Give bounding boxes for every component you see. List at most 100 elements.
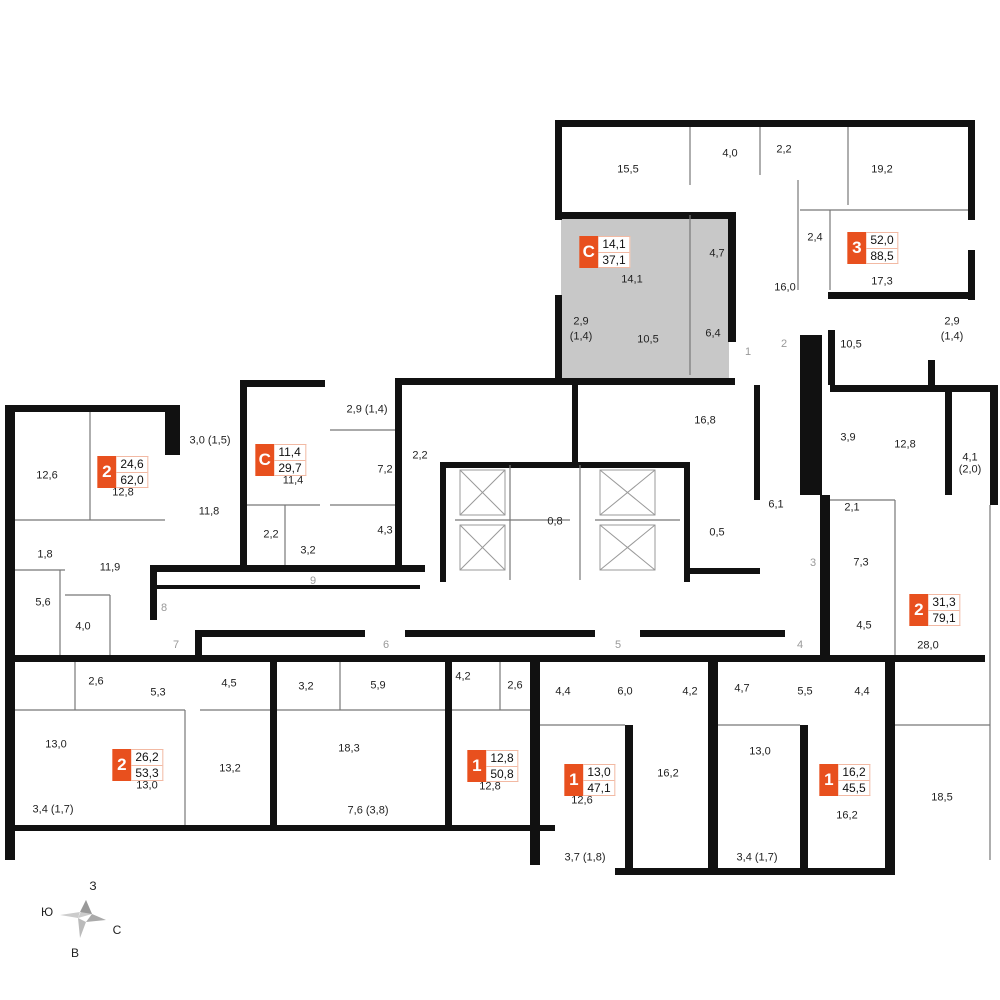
room-count: С [255, 444, 275, 476]
room-area: 4,2 [682, 685, 698, 698]
room-area: 5,3 [150, 686, 166, 699]
room-area: 12,8 [479, 780, 501, 793]
elevators [459, 469, 656, 571]
room-area: 11,4 [282, 474, 304, 487]
room-area: 16,0 [774, 281, 796, 294]
room-area: 2,6 [507, 679, 523, 692]
room-area: 13,0 [136, 779, 158, 792]
room-area: 11,9 [99, 561, 121, 574]
room-area: (2,0) [958, 463, 982, 476]
room-area: 12,8 [112, 486, 134, 499]
room-area: 2,9 [944, 315, 960, 328]
room-area: 2,2 [412, 449, 428, 462]
room-area: 2,1 [844, 501, 860, 514]
entrance-number: 7 [172, 639, 180, 651]
room-area: 7,2 [377, 463, 393, 476]
room-area: 2,9 (1,4) [346, 403, 388, 416]
room-area: 0,8 [547, 515, 563, 528]
room-area: 2,4 [807, 231, 823, 244]
living-area: 14,1 [598, 237, 630, 253]
room-area: 18,5 [931, 791, 953, 804]
room-area: 7,6 (3,8) [347, 804, 389, 817]
room-area: 16,2 [657, 767, 679, 780]
room-area: 5,6 [35, 596, 51, 609]
entrance-number: 9 [309, 575, 317, 587]
room-area: 2,2 [263, 528, 279, 541]
entrance-number: 4 [796, 639, 804, 651]
living-area: 11,4 [274, 445, 306, 461]
room-area: 3,2 [298, 680, 314, 693]
compass-south: Ю [40, 905, 54, 919]
room-area: 6,1 [768, 498, 784, 511]
room-area: 3,9 [840, 431, 856, 444]
compass-west: В [70, 946, 80, 960]
room-area: 3,2 [300, 544, 316, 557]
room-area: 16,2 [836, 809, 858, 822]
living-area: 13,0 [583, 765, 615, 781]
compass-east: С [112, 923, 122, 937]
entrance-number: 8 [160, 602, 168, 614]
room-area: 0,5 [709, 526, 725, 539]
room-area: 13,2 [219, 762, 241, 775]
compass-icon [60, 900, 106, 938]
entrance-number: 5 [614, 639, 622, 651]
room-area: 5,9 [370, 679, 386, 692]
entrance-number: 3 [809, 557, 817, 569]
room-area: 16,8 [694, 414, 716, 427]
room-count: 1 [467, 750, 487, 782]
room-area: 11,8 [198, 505, 220, 518]
room-count: 2 [909, 594, 929, 626]
total-area: 53,3 [135, 766, 159, 780]
room-count: 1 [564, 764, 584, 796]
room-count: 2 [112, 749, 132, 781]
total-area: 88,5 [870, 249, 894, 263]
room-area: (1,4) [569, 330, 593, 343]
room-area: 4,0 [75, 620, 91, 633]
living-area: 16,2 [838, 765, 870, 781]
room-area: 4,3 [377, 524, 393, 537]
room-area: 17,3 [871, 275, 893, 288]
living-area: 12,8 [486, 751, 518, 767]
room-count: 2 [97, 456, 117, 488]
exterior-walls [5, 120, 998, 875]
room-area: 19,2 [871, 163, 893, 176]
entrance-number: 6 [382, 639, 390, 651]
room-area: 1,8 [37, 548, 53, 561]
room-area: 4,0 [722, 147, 738, 160]
room-area: 4,7 [709, 247, 725, 260]
room-area: 13,0 [749, 745, 771, 758]
room-area: 7,3 [853, 556, 869, 569]
living-area: 24,6 [116, 457, 148, 473]
entrance-number: 1 [744, 346, 752, 358]
room-area: 6,4 [705, 327, 721, 340]
living-area: 31,3 [928, 595, 960, 611]
room-area: 4,5 [856, 619, 872, 632]
room-area: 2,6 [88, 675, 104, 688]
room-area: 14,1 [621, 273, 643, 286]
room-count: 1 [819, 764, 839, 796]
room-area: 18,3 [338, 742, 360, 755]
total-area: 47,1 [587, 781, 611, 795]
room-count: С [579, 236, 599, 268]
room-count: 3 [847, 232, 867, 264]
room-area: 4,1 [962, 451, 978, 464]
room-area: 28,0 [917, 639, 939, 652]
room-area: 13,0 [45, 738, 67, 751]
entrance-number: 2 [780, 338, 788, 350]
room-area: (1,4) [940, 330, 964, 343]
room-area: 3,4 (1,7) [736, 851, 778, 864]
total-area: 50,8 [490, 767, 514, 781]
room-area: 12,8 [894, 438, 916, 451]
interior-walls [15, 127, 991, 860]
compass-north: З [89, 879, 97, 893]
